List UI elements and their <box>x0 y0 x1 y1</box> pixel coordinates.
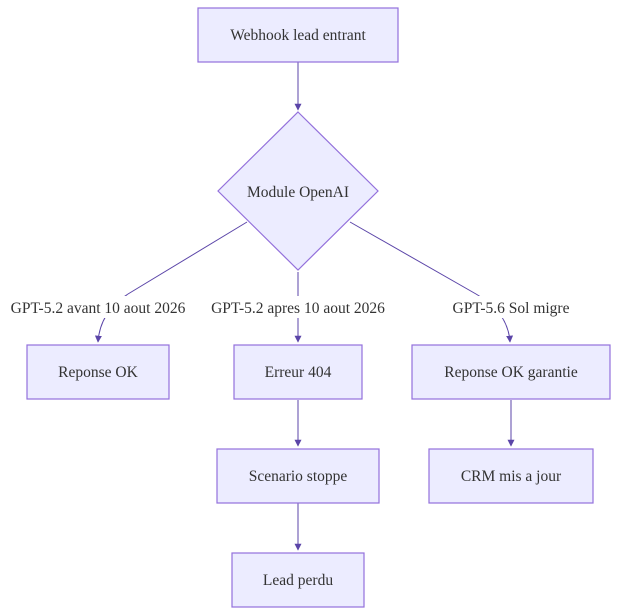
node-reponse-ok-garantie-label: Reponse OK garantie <box>444 364 578 381</box>
node-crm-mis-a-jour: CRM mis a jour <box>428 448 594 504</box>
node-webhook-lead-entrant: Webhook lead entrant <box>197 7 399 63</box>
edge-module-to-reponse-ok <box>94 221 248 343</box>
node-erreur-404: Erreur 404 <box>233 344 363 400</box>
edge-label-gpt52-apres-text: GPT-5.2 apres 10 aout 2026 <box>211 300 385 317</box>
edge-module-to-reponse-ok-garantie <box>349 221 514 343</box>
edge-label-gpt52-apres: GPT-5.2 apres 10 aout 2026 <box>204 296 392 318</box>
edge-label-gpt52-avant-text: GPT-5.2 avant 10 aout 2026 <box>11 300 186 317</box>
node-webhook-label: Webhook lead entrant <box>230 27 366 44</box>
edge-label-gpt52-avant: GPT-5.2 avant 10 aout 2026 <box>4 296 192 318</box>
edge-label-gpt56-sol: GPT-5.6 Sol migre <box>446 296 576 318</box>
node-crm-mis-a-jour-label: CRM mis a jour <box>461 468 562 485</box>
node-module-openai: Module OpenAI <box>217 111 379 271</box>
node-scenario-stoppe-label: Scenario stoppe <box>249 468 348 485</box>
node-lead-perdu: Lead perdu <box>231 552 365 608</box>
node-reponse-ok: Reponse OK <box>26 344 170 400</box>
node-erreur-404-label: Erreur 404 <box>265 364 332 381</box>
node-lead-perdu-label: Lead perdu <box>263 572 333 589</box>
node-scenario-stoppe: Scenario stoppe <box>216 448 380 504</box>
node-module-openai-label: Module OpenAI <box>247 184 349 201</box>
node-reponse-ok-label: Reponse OK <box>58 364 138 381</box>
edge-label-gpt56-sol-text: GPT-5.6 Sol migre <box>453 300 570 317</box>
node-reponse-ok-garantie: Reponse OK garantie <box>411 344 611 400</box>
